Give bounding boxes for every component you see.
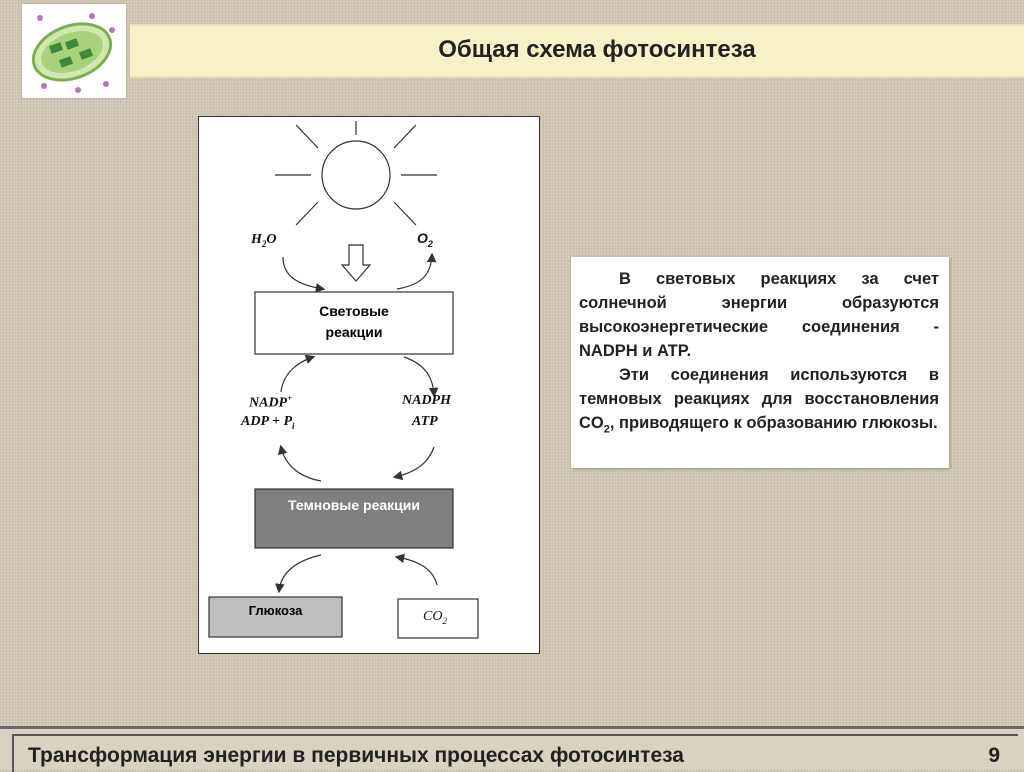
glucose-arrow (275, 554, 322, 594)
info-paragraph-2: Эти соединения используются в темновых р… (579, 366, 939, 436)
co2-label: CO2 (423, 609, 447, 626)
nadp-arrow (277, 444, 322, 482)
adp-label: ADP + Pi (241, 414, 295, 431)
co2-arrow (394, 553, 438, 586)
sun-icon (275, 121, 437, 226)
dark-reactions-label: Темновые реакции (287, 497, 420, 513)
nadp-label: NADP+ (249, 393, 293, 411)
light-reactions-box (254, 291, 454, 355)
atp-arrow (392, 446, 435, 481)
co2-box (397, 598, 479, 639)
h2o-arrow (282, 256, 326, 293)
page-number: 9 (988, 744, 1000, 767)
title-bar: Общая схема фотосинтеза (130, 24, 1024, 78)
nadph-arrow (403, 356, 439, 398)
o2-arrow (396, 252, 437, 290)
photosynthesis-diagram: H2O O2 Световые реакции NADP+ ADP + Pi N… (198, 116, 540, 654)
footer: Трансформация энергии в первичных процес… (0, 726, 1024, 772)
chloroplast-logo (22, 4, 126, 98)
footer-frame: Трансформация энергии в первичных процес… (12, 734, 1018, 772)
dark-to-light-arrow-top (280, 354, 316, 393)
slide-title: Общая схема фотосинтеза (438, 36, 756, 63)
nadph-label: NADPH (402, 393, 451, 408)
atp-label: ATP (412, 414, 438, 429)
glucose-box (208, 596, 343, 638)
o2-label: O2 (417, 230, 433, 249)
glucose-label: Глюкоза (248, 603, 303, 618)
info-paragraph-1: В световых реакциях за счет солнечной эн… (579, 270, 939, 360)
light-reactions-label: Световые реакции (319, 303, 389, 340)
info-box: В световых реакциях за счет солнечной эн… (571, 257, 949, 468)
chloroplast-icon (31, 13, 115, 93)
dark-reactions-box (254, 488, 454, 549)
h2o-label: H2O (251, 232, 277, 249)
light-arrow-icon (340, 244, 372, 282)
footer-title: Трансформация энергии в первичных процес… (28, 744, 684, 767)
